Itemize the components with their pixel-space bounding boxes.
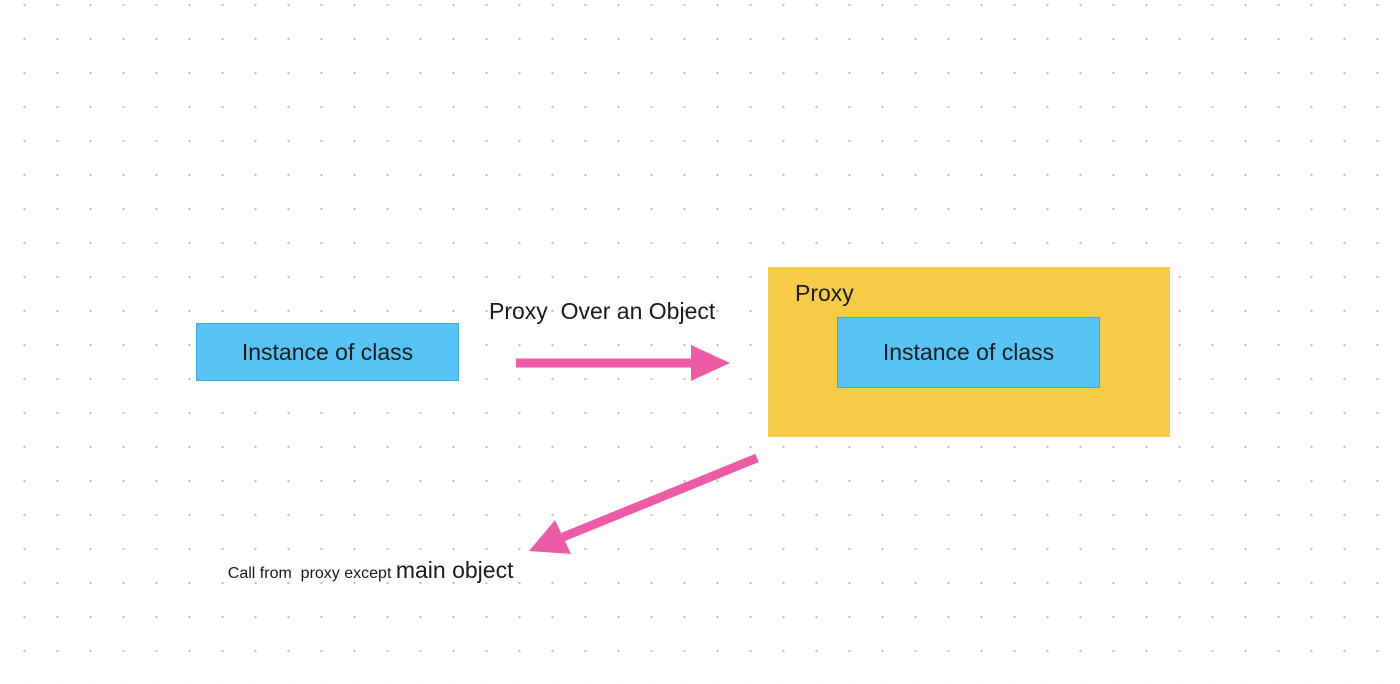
proxy-over-object-label: Proxy Over an Object <box>489 298 716 324</box>
arrow-down-left-shaft <box>561 453 759 542</box>
inner-instance-of-class-label: Instance of class <box>882 339 1055 365</box>
instance-of-class-box: Instance of class <box>196 323 459 381</box>
arrow-right-head <box>691 345 730 381</box>
proxy-box: Proxy Instance of class <box>768 267 1170 437</box>
call-caption-large-text: main object <box>395 557 514 583</box>
arrow-down-left-head <box>529 520 571 554</box>
proxy-label: Proxy <box>795 280 854 306</box>
call-caption-small-text: Call from proxy except <box>227 565 396 582</box>
instance-of-class-label: Instance of class <box>241 338 414 365</box>
call-caption: Call from proxy except main object <box>210 539 514 602</box>
inner-instance-of-class-box: Instance of class <box>837 317 1100 388</box>
arrow-down-left <box>529 453 759 554</box>
arrow-right <box>516 345 730 381</box>
